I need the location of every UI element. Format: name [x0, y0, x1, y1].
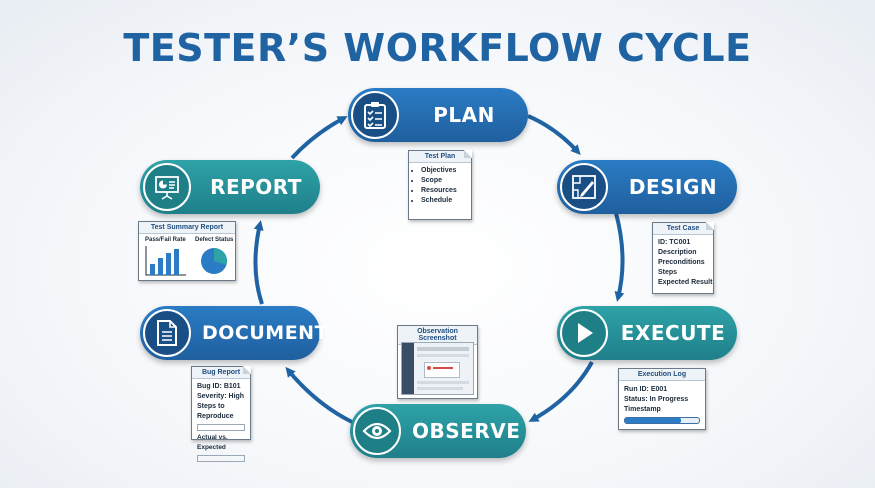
stage-report: REPORT — [140, 160, 320, 214]
list-item: Objectives — [421, 166, 471, 176]
bug-report-line: Bug ID: B101 — [197, 383, 241, 390]
test-case-line: Preconditions — [658, 259, 705, 266]
stage-design: DESIGN — [557, 160, 737, 214]
pass-fail-rate-label: Pass/Fail Rate — [145, 237, 186, 243]
test-case-line: ID: TC001 — [658, 239, 691, 246]
stage-report-label: REPORT — [210, 175, 302, 199]
list-item: Schedule — [421, 196, 471, 206]
pass-fail-bar-chart — [145, 246, 186, 276]
screenshot-thumbnail — [401, 342, 474, 395]
progress-bar-fill — [625, 418, 681, 423]
play-icon — [560, 309, 608, 357]
execution-log-line: Status: In Progress — [624, 396, 689, 403]
test-plan-title: Test Plan — [409, 151, 471, 163]
bug-report-line: Actual vs. Expected — [197, 434, 228, 451]
stage-plan-label: PLAN — [433, 103, 495, 127]
test-plan-card: Test Plan Objectives Scope Resources Sch… — [408, 150, 472, 220]
list-item: Scope — [421, 176, 471, 186]
arrow-plan-to-design — [527, 114, 581, 155]
page-title: TESTER’S WORKFLOW CYCLE — [123, 26, 752, 70]
execution-log-line: Timestamp — [624, 406, 661, 413]
execution-log-title: Execution Log — [619, 369, 705, 381]
progress-bar — [624, 417, 700, 424]
defect-status-pie-chart — [201, 247, 228, 274]
stage-document-label: DOCUMENT — [202, 322, 329, 344]
page-fold — [706, 222, 714, 230]
arrow-observe-to-document — [285, 366, 353, 424]
test-summary-report-card: Test Summary Report Pass/Fail Rate Defec… — [138, 221, 236, 281]
test-case-line: Steps — [658, 269, 678, 276]
test-case-line: Description — [658, 249, 697, 256]
test-case-card: Test Case ID: TC001 Description Precondi… — [652, 222, 714, 294]
bug-report-title: Bug Report — [192, 367, 250, 379]
blueprint-ruler-icon — [560, 163, 608, 211]
stage-observe: OBSERVE — [350, 404, 526, 458]
stage-execute: EXECUTE — [557, 306, 737, 360]
page-fold — [243, 366, 251, 374]
execution-log-card: Execution Log Run ID: E001 Status: In Pr… — [618, 368, 706, 430]
presentation-chart-icon — [143, 163, 191, 211]
arrow-execute-to-observe — [528, 361, 594, 422]
observation-screenshot-card: Observation Screenshot — [397, 325, 478, 399]
page-fold — [464, 150, 472, 158]
test-case-line: Expected Result — [658, 279, 713, 286]
execution-log-line: Run ID: E001 — [624, 386, 668, 393]
test-case-title: Test Case — [653, 223, 713, 235]
test-summary-report-title: Test Summary Report — [139, 222, 235, 234]
stage-execute-label: EXECUTE — [620, 321, 726, 345]
stage-design-label: DESIGN — [628, 175, 718, 199]
bug-report-card: Bug Report Bug ID: B101 Severity: High S… — [191, 366, 251, 462]
bug-report-line: Steps to Reproduce — [197, 403, 234, 420]
arrow-document-to-report — [253, 220, 264, 305]
eye-icon — [353, 407, 401, 455]
document-icon — [143, 309, 191, 357]
stage-plan: PLAN — [348, 88, 528, 142]
arrow-design-to-execute — [614, 212, 625, 302]
bug-report-line: Severity: High — [197, 393, 245, 400]
test-plan-list: Objectives Scope Resources Schedule — [409, 166, 471, 206]
arrow-report-to-plan — [290, 116, 348, 160]
stage-document: DOCUMENT — [140, 306, 329, 360]
defect-status-label: Defect Status — [195, 237, 234, 243]
clipboard-checklist-icon — [351, 91, 399, 139]
stage-observe-label: OBSERVE — [412, 419, 521, 443]
list-item: Resources — [421, 186, 471, 196]
